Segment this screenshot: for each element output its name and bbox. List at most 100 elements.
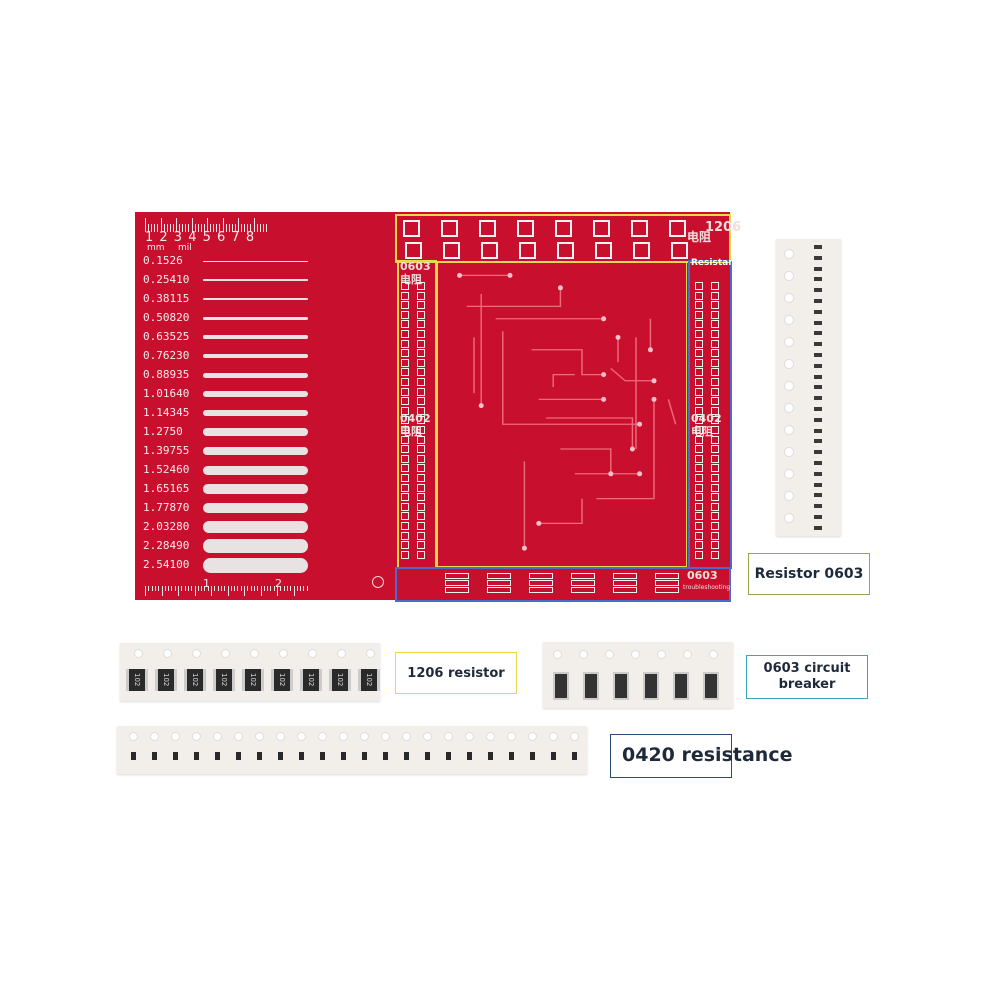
tape-sprocket-hole [150,732,159,741]
ruler-tick [270,586,272,591]
tape-sprocket-hole [683,650,692,659]
ruler-tick [241,224,243,232]
pad-small [711,349,719,358]
ruler-tick [230,586,232,591]
copper-trace [502,331,640,425]
tape-sprocket-hole [784,337,794,347]
ruler-tick [166,224,168,232]
resistor-0603-chip [814,417,822,422]
ruler-tick [197,224,199,232]
label-1206: 1206 [705,220,742,235]
trace-width-bar [203,539,308,553]
pad-small [711,320,719,329]
resistor-0603-chip [814,525,822,530]
pad-small [401,282,409,290]
trace-width-bar [203,502,308,514]
resistor-0603-chip [814,245,822,249]
via [615,334,621,340]
ruler-tick [151,586,153,591]
pad-0603 [655,580,679,586]
pad-small [417,474,425,482]
trace-width-bar [203,409,308,417]
callout-0420-resistance-text: 0420 resistance [622,744,793,766]
resistor-0402-chip [131,752,136,760]
resistor-0402-chip [341,752,346,760]
breaker-0603-chip [673,672,689,700]
tape-sprocket-hole [784,403,794,413]
tape-sprocket-hole [784,359,794,369]
ruler-tick [154,586,156,591]
tape-sprocket-hole [366,649,375,658]
trace-mil-value: 45 [176,406,190,419]
via [601,396,607,402]
resistor-0603-chip [814,461,822,465]
pad-small [711,387,719,396]
bottom-pad-row [425,572,685,594]
pad-1206-top [631,220,648,237]
resistor-0603-chip [814,363,822,368]
ruler-tick [228,224,230,232]
ruler-tick [176,218,177,232]
trace-width-bar [203,353,308,359]
pads-1206 [395,214,695,260]
resistor-0402-chip [194,752,199,760]
tape-sprocket-hole [784,315,794,325]
pad-small [695,291,703,300]
trace-mm-value: 0.635 [143,330,177,343]
ruler-tick [214,586,216,591]
pad-small [695,454,703,463]
pad-1206-top [403,220,420,237]
pad-small [695,406,703,415]
vertical-resistor-tape-0603 [776,239,841,536]
tape-sprocket-hole [234,732,243,741]
trace-mm-value: 2.284 [143,539,177,552]
ruler-tick [169,224,171,232]
tape-sprocket-hole [528,732,537,741]
pad-area-0603-bottom [395,567,731,602]
pad-small [401,378,409,386]
pad-small [401,416,409,425]
resistor-0402-chip [236,752,241,760]
pad-small [401,541,409,550]
callout-resistor-1206-text: 1206 resistor [407,665,505,681]
ruler-tick [148,224,150,232]
ruler-tick [163,224,165,232]
breaker-0603-chip [643,672,659,700]
pad-0603 [529,573,553,579]
via [637,471,643,477]
resistor-0603-chip [814,320,822,325]
pad-small [711,531,719,540]
pad-0603 [445,573,469,579]
pad-small [711,550,719,559]
via [647,347,653,353]
resistor-0402-chip [488,752,493,760]
label-0402-right: 0402 [691,412,722,425]
pad-small [695,474,703,482]
pad-small [417,397,425,406]
copper-trace [552,373,575,388]
ruler-tick [187,586,189,591]
trace-mil-value: 65 [176,482,190,495]
pad-1206-top [517,220,534,237]
tape-sprocket-hole [134,649,143,658]
via [536,520,542,526]
pad-0603 [655,587,679,593]
ruler-tick [188,224,190,232]
ruler-scale-numbers: 1 2 3 4 5 6 7 8 [145,230,256,245]
pad-small [711,339,719,348]
trace-mil-value: 25 [176,330,190,343]
pad-small [401,483,409,492]
trace-mm-value: 0.762 [143,349,177,362]
pad-1206-bottom [595,242,612,259]
trace-maze-area [437,262,687,567]
pad-small [417,502,425,511]
via [521,545,527,551]
trace-mm-value: 0.889 [143,368,177,381]
trace-width-label: 2.28490 [143,539,189,552]
resistor-1206-chip: 102 [184,669,206,691]
pad-0603 [487,580,511,586]
pad-small [417,387,425,396]
copper-trace [610,367,654,382]
resistor-0402-chip [173,752,178,760]
